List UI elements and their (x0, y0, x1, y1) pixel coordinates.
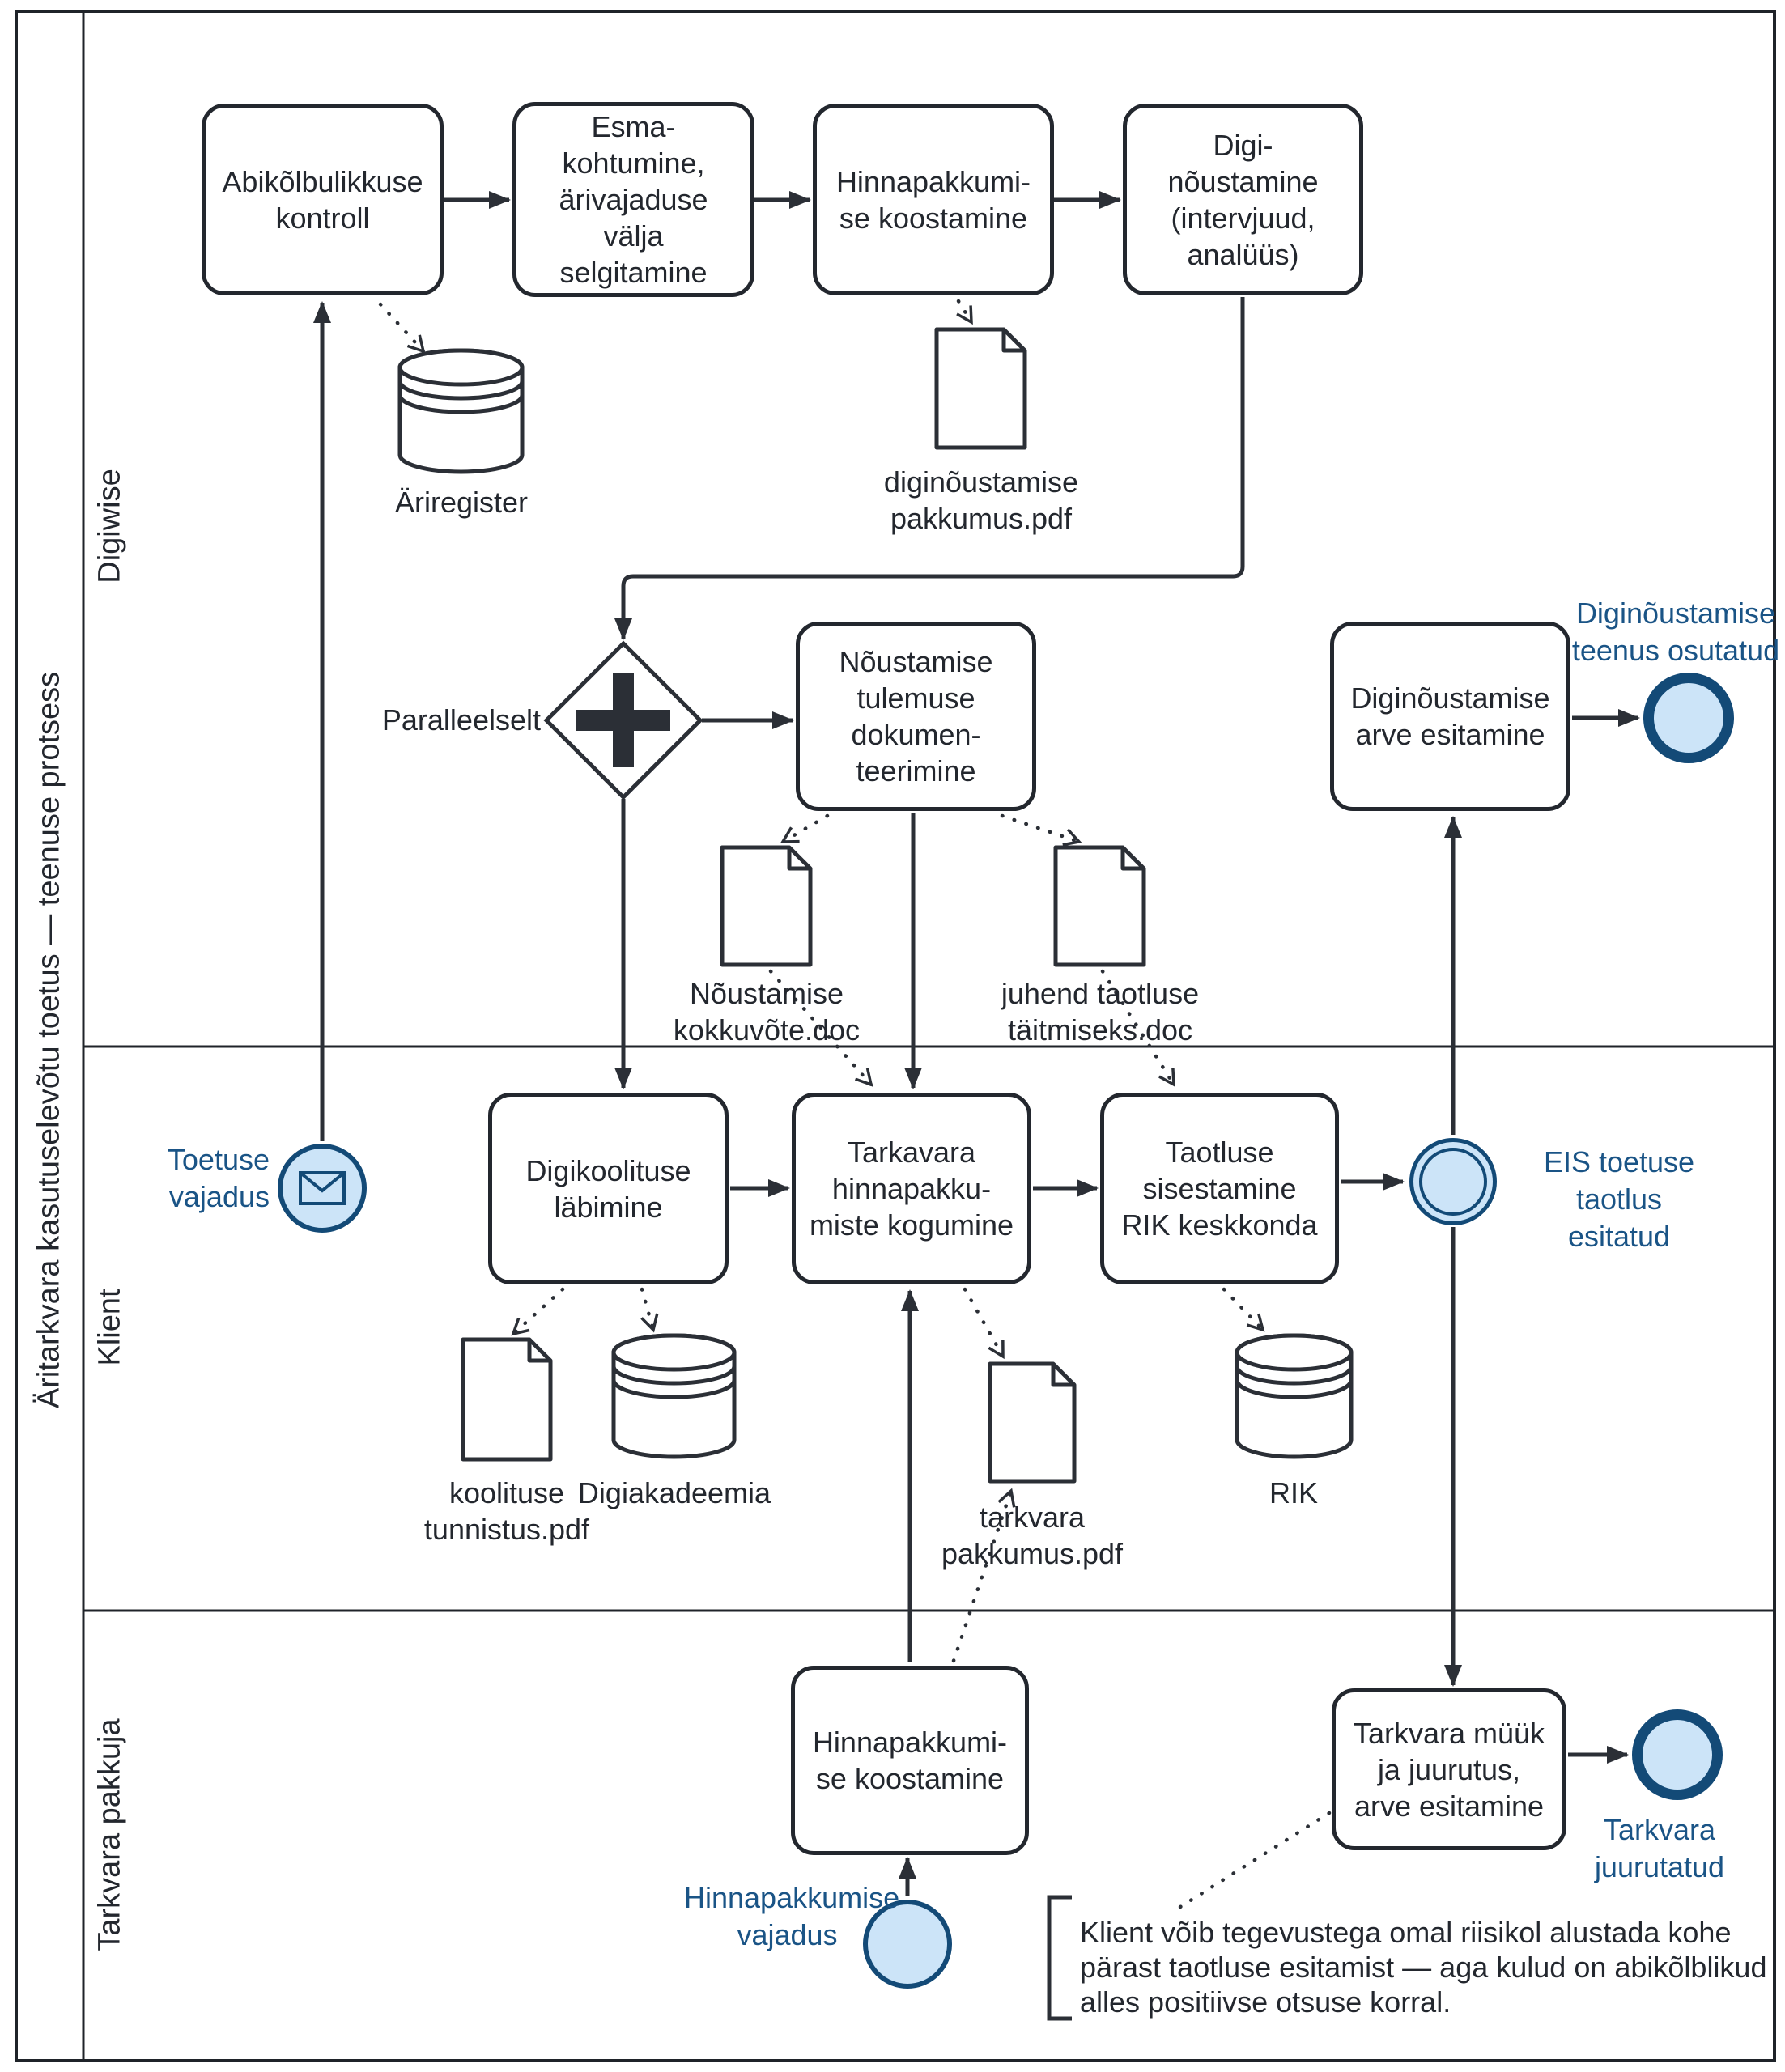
datastore-label-rik: RIK (1269, 1476, 1318, 1509)
assoc-digikoolitus-digiakadeemia (640, 1287, 659, 1333)
lane-label-tarkvara-pakkuja: Tarkvara pakkuja (92, 1718, 127, 1951)
task-label: Diginõustamise arve esitamine (1350, 681, 1550, 751)
datastore-label-digiakadeemia: Digiakadeemia (577, 1476, 771, 1509)
task-hinnapakkumise-koostamine-digiwise[interactable]: Hinnapakkumi- se koostamine (813, 104, 1054, 295)
task-noustamise-dokumenteerimine[interactable]: Nõustamise tulemuse dokumen- teerimine (796, 622, 1036, 811)
database-ring (611, 1379, 737, 1399)
database-ring (611, 1365, 737, 1386)
assoc-kogumine-tarkvarapakkumus (963, 1287, 1005, 1360)
document-label-juhend-taotluse: juhend taotluse täitmiseks.doc (1001, 977, 1200, 1047)
parallel-gateway[interactable] (543, 640, 703, 800)
task-label: Abikõlbulikkuse kontroll (222, 164, 423, 235)
assoc-annotation-tarkvaramuuk (1178, 1811, 1332, 1909)
task-label: Hinnapakkumi- se koostamine (835, 164, 1031, 235)
task-label: Digi- nõustamine (intervjuud, analüüs) (1167, 128, 1319, 271)
task-esmakohtumine[interactable]: Esma- kohtumine, ärivajaduse välja selgi… (512, 102, 754, 297)
assoc-juhend-taotlus (1100, 969, 1176, 1088)
event-label-tarkvara-juurutatud: Tarkvara juurutatud (1594, 1813, 1725, 1883)
task-tarkavara-hinnapakkumiste-kogumine[interactable]: Tarkavara hinnapakku- miste kogumine (792, 1093, 1031, 1284)
document-icon[interactable] (720, 845, 813, 967)
document-icon[interactable] (461, 1337, 553, 1462)
annotation-bracket (1047, 1895, 1072, 2021)
database-ring (1235, 1379, 1354, 1399)
document-koolituse-tunnistus[interactable] (461, 1337, 553, 1462)
document-icon[interactable] (988, 1361, 1077, 1484)
document-label-koolituse-tunnistus: koolituse tunnistus.pdf (423, 1476, 590, 1546)
task-taotluse-sisestamine[interactable]: Taotluse sisestamine RIK keskkonda (1100, 1093, 1339, 1284)
task-hinnapakkumise-koostamine-pakkuja[interactable]: Hinnapakkumi- se koostamine (791, 1666, 1029, 1855)
database-ring (397, 380, 525, 401)
task-tarkvara-muuk[interactable]: Tarkvara müük ja juurutus, arve esitamin… (1332, 1688, 1566, 1850)
gateway-label: Paralleelselt (381, 703, 541, 737)
document-juhend-taotluse[interactable] (1053, 845, 1146, 967)
datastore-digiakadeemia[interactable] (611, 1333, 737, 1459)
flow-diginoustamine-gateway (614, 297, 1245, 640)
end-event-diginoustamise-teenus-osutatud[interactable] (1643, 673, 1734, 763)
document-fold (1001, 329, 1025, 353)
document-tarkvara-pakkumus[interactable] (988, 1361, 1077, 1484)
pool-border (15, 10, 1776, 2062)
task-label: Nõustamise tulemuse dokumen- teerimine (839, 645, 993, 788)
assoc-dokumenteerimine-juhend (1000, 813, 1082, 847)
task-label: Hinnapakkumi- se koostamine (812, 1726, 1008, 1795)
start-event-toetuse-vajadus[interactable] (278, 1144, 367, 1233)
task-diginoustamine[interactable]: Digi- nõustamine (intervjuud, analüüs) (1123, 104, 1363, 295)
data-associations (378, 299, 1332, 1909)
event-label-diginoustamise-teenus-osutatud: Diginõustamise teenus osutatud (1571, 597, 1780, 667)
datastore-rik[interactable] (1235, 1333, 1354, 1459)
database-top (611, 1333, 737, 1372)
document-fold (787, 847, 810, 871)
document-fold (1120, 847, 1144, 871)
text-annotation: Klient võib tegevustega omal riisikol al… (1080, 1916, 1767, 2019)
sequence-flows (313, 191, 1640, 1896)
task-label: Tarkvara müük ja juurutus, arve esitamin… (1353, 1716, 1545, 1823)
document-diginoustamise-pakkumus[interactable] (934, 327, 1027, 450)
database-ring (397, 394, 525, 414)
document-noustamise-kokkuvote[interactable] (720, 845, 813, 967)
document-fold (527, 1340, 550, 1363)
assoc-dokumenteerimine-kokkuvote (780, 813, 830, 844)
document-label-tarkvara-pakkumus: tarkvara pakkumus.pdf (941, 1501, 1124, 1570)
task-abikolbulikkuse-kontroll[interactable]: Abikõlbulikkuse kontroll (202, 104, 444, 295)
task-label: Esma- kohtumine, ärivajaduse välja selgi… (559, 110, 708, 289)
event-label-eis-toetuse-taotlus: EIS toetuse taotlus esitatud (1543, 1145, 1695, 1253)
message-icon (299, 1171, 346, 1205)
document-label-diginoustamise-pakkumus: diginõustamise pakkumus.pdf (883, 465, 1079, 535)
assoc-hinnapakkumine-pakkumuspdf (956, 299, 974, 325)
assoc-digikoolitus-tunnistus (511, 1287, 565, 1336)
database-top (397, 348, 525, 387)
end-event-eis-toetuse-taotlus-esitatud[interactable] (1409, 1138, 1497, 1225)
document-icon[interactable] (1053, 845, 1146, 967)
event-label-toetuse-vajadus: Toetuse vajadus (167, 1143, 270, 1213)
datastore-label-ariregister: Äriregister (394, 486, 529, 519)
pool-frame (15, 10, 1776, 2062)
lane-label-klient: Klient (92, 1289, 127, 1366)
document-fold (1051, 1364, 1074, 1387)
task-diginoustamise-arve[interactable]: Diginõustamise arve esitamine (1330, 622, 1570, 811)
assoc-kokkuvote-kogumine (768, 969, 873, 1087)
task-digikoolituse-labimine[interactable]: Digikoolituse läbimine (488, 1093, 729, 1284)
task-label: Taotluse sisestamine RIK keskkonda (1121, 1136, 1318, 1242)
document-icon[interactable] (934, 327, 1027, 450)
datastore-ariregister[interactable] (397, 348, 525, 474)
task-label: Digikoolituse läbimine (525, 1153, 691, 1224)
assoc-kontroll-ariregister (378, 302, 426, 354)
database-ring (1235, 1365, 1354, 1386)
inner-ring (1419, 1148, 1487, 1216)
assoc-koostamine-tarkvarapakkumus (951, 1488, 1016, 1663)
assoc-taotlus-rik (1222, 1287, 1265, 1332)
task-label: Tarkavara hinnapakku- miste kogumine (809, 1136, 1014, 1242)
plus-icon (613, 673, 634, 767)
lane-label-digiwise: Digiwise (92, 469, 127, 584)
start-event-hinnapakkumise-vajadus[interactable] (863, 1900, 952, 1989)
event-label-hinnapakkumise-vajadus: Hinnapakkumise vajadus (684, 1881, 900, 1951)
pool-title: Äritarkvara kasutuselevõtu toetus — teen… (32, 671, 66, 1409)
database-top (1235, 1333, 1354, 1372)
document-label-noustamise-kokkuvote: Nõustamise kokkuvõte.doc (673, 977, 861, 1047)
end-event-tarkvara-juurutatud[interactable] (1632, 1709, 1723, 1800)
